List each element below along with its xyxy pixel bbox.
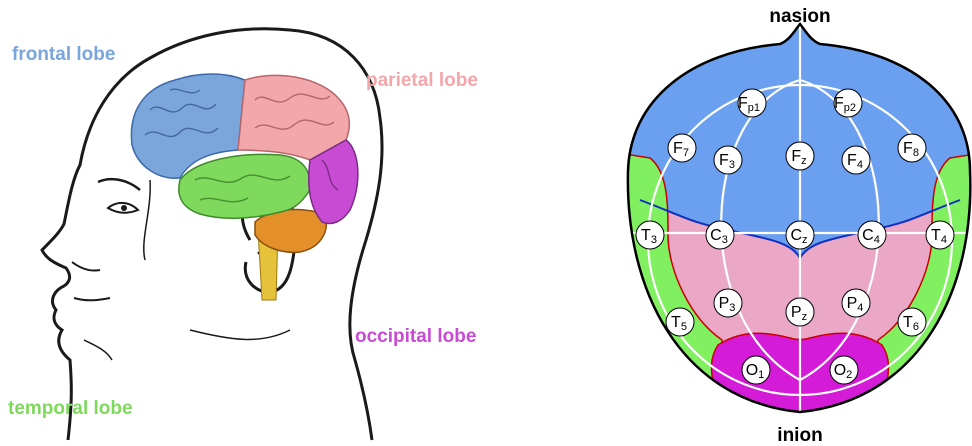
electrode-t6: T6 — [898, 308, 926, 336]
electrode-p3: P3 — [714, 289, 742, 317]
electrode-c3: C3 — [706, 221, 734, 249]
parietal-lobe-label: parietal lobe — [366, 70, 478, 91]
electrode-f3: F3 — [714, 146, 742, 174]
electrode-p4: P4 — [842, 289, 870, 317]
electrode-f8: F8 — [898, 134, 926, 162]
temporal-lobe-label: temporal lobe — [8, 398, 133, 419]
electrode-o1: O1 — [742, 356, 770, 384]
electrode-fz: Fz — [786, 142, 814, 170]
electrode-t4: T4 — [926, 221, 954, 249]
nasion-label: nasion — [769, 6, 830, 27]
electrode-t5: T5 — [666, 308, 694, 336]
frontal-lobe-label: frontal lobe — [12, 44, 115, 65]
electrode-t3: T3 — [636, 221, 664, 249]
electrode-f7: F7 — [668, 134, 696, 162]
electrode-c4: C4 — [858, 221, 886, 249]
occipital-lobe-label: occipital lobe — [355, 326, 476, 347]
electrode-fp2: Fp2 — [834, 89, 862, 117]
inion-label: inion — [777, 425, 822, 446]
electrode-o2: O2 — [830, 356, 858, 384]
electrode-f4: F4 — [842, 146, 870, 174]
head-profile-illustration — [42, 29, 382, 440]
electrode-cz: Cz — [786, 221, 814, 249]
electrode-pz: Pz — [786, 298, 814, 326]
eyebrow — [98, 179, 140, 190]
electrode-fp1: Fp1 — [738, 89, 766, 117]
temporal-lobe-region — [179, 154, 310, 218]
